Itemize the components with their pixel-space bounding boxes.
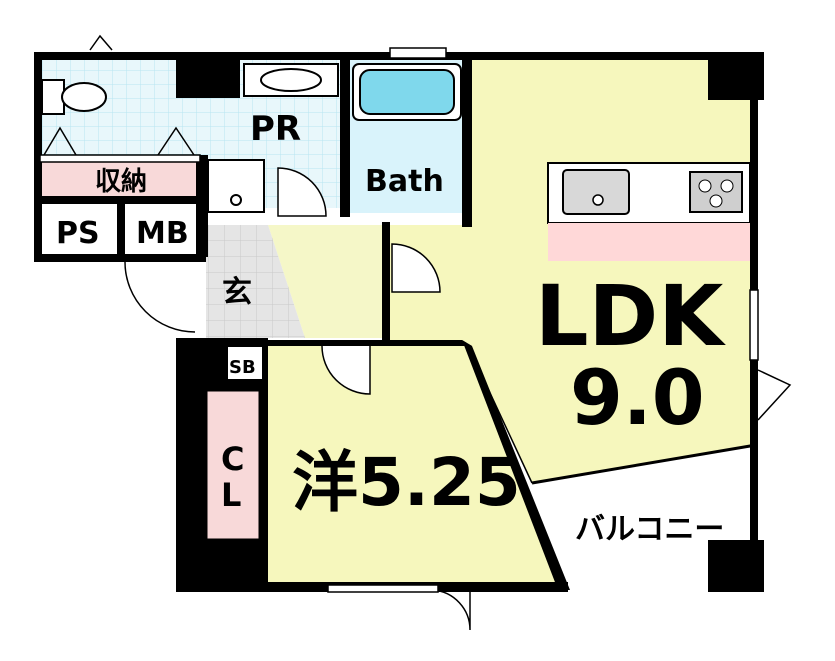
kitchen-counter (547, 162, 751, 261)
closet-label-c: C (221, 440, 244, 478)
storage-label: 収納 (95, 166, 147, 197)
genkan-label: 玄 (222, 275, 252, 310)
shoe-box (226, 345, 264, 381)
washbasin-icon (243, 63, 339, 97)
sb-label: SB (229, 357, 256, 378)
ldk-name-label: LDK (535, 267, 726, 365)
mb-box (125, 204, 196, 254)
ps-box (42, 204, 117, 254)
pr-label: PR (250, 109, 301, 149)
windows (327, 47, 759, 593)
bathtub-icon (352, 63, 462, 121)
kitchen-sink-icon (562, 169, 630, 215)
storage-floor (40, 162, 197, 197)
closet-label-l: L (221, 476, 241, 514)
mb-label: MB (136, 216, 189, 251)
hall-floor (268, 225, 385, 338)
gas-stove-icon (689, 171, 743, 213)
western-room-label: 洋5.25 (292, 444, 521, 521)
ps-label: PS (56, 216, 100, 251)
closet (204, 388, 262, 542)
washing-machine-pan-icon (207, 159, 265, 213)
balcony-label: バルコニー (575, 512, 724, 547)
toilet-icon (41, 79, 107, 115)
bath-label: Bath (365, 164, 444, 199)
ldk-size-label: 9.0 (570, 353, 705, 442)
doors (89, 34, 792, 631)
balcony-floor (532, 445, 756, 590)
genkan-floor (206, 225, 305, 338)
